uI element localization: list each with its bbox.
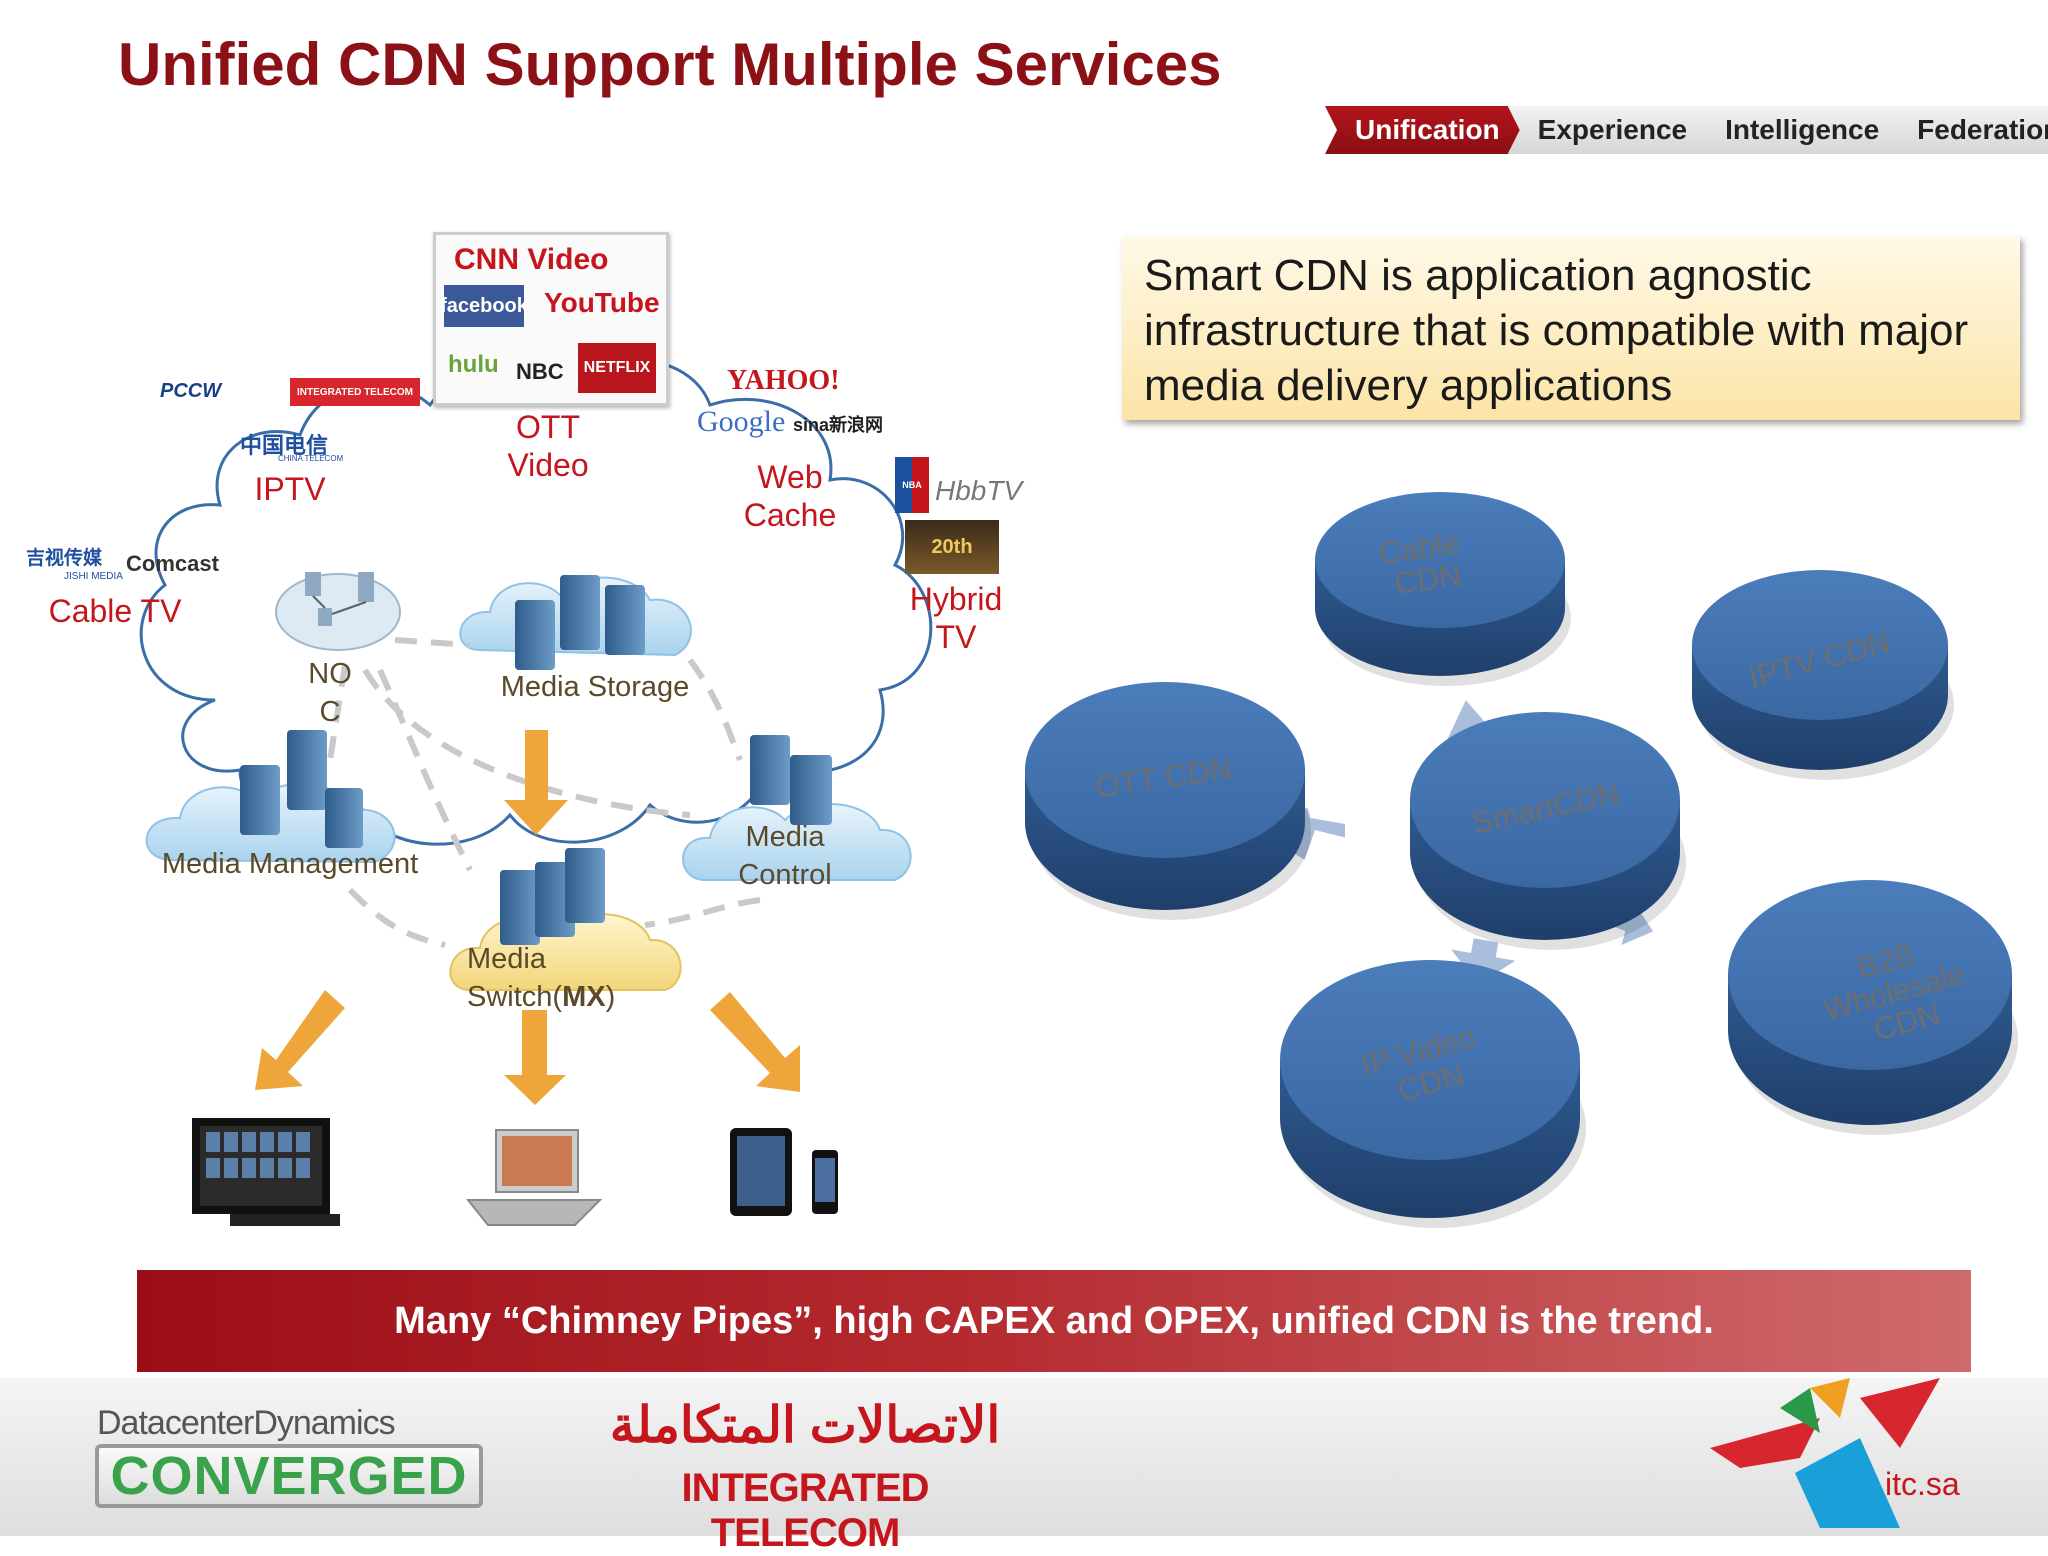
dcd-logo-text: DatacenterDynamics bbox=[97, 1404, 396, 1442]
nbc-logo: NBC bbox=[516, 359, 564, 384]
cdn-disk-diagram: Cable CDN IPTV CDN OTT CDN SmartCDN B2B … bbox=[1025, 492, 2018, 1228]
media-switch-prefix: Switch( bbox=[467, 981, 563, 1013]
hybrid-tv-label-line1: Hybrid bbox=[909, 581, 1003, 617]
jishi-media-subtext: JISHI MEDIA bbox=[64, 571, 123, 582]
hybrid-tv-label: Hybrid TV bbox=[896, 580, 1016, 656]
media-switch-mx: MX bbox=[562, 981, 606, 1013]
noc-label-line1: NO bbox=[308, 658, 352, 690]
ott-logo-box: CNN Video facebook YouTube hulu NBC NETF… bbox=[433, 232, 669, 406]
converged-logo: CONVERGED bbox=[95, 1444, 483, 1508]
ott-label-line2: Video bbox=[507, 447, 589, 483]
china-telecom-logo: 中国电信 bbox=[240, 433, 329, 458]
noc-label: NO C bbox=[300, 655, 360, 731]
cable-cdn-label: Cable CDN bbox=[1377, 524, 1475, 603]
tab-federation[interactable]: Federation bbox=[1887, 106, 2048, 154]
media-switch-label: Media Switch(MX) bbox=[455, 940, 635, 1016]
hybrid-tv-label-line2: TV bbox=[935, 619, 977, 655]
tab-unification[interactable]: Unification bbox=[1325, 106, 1522, 154]
bottom-banner: Many “Chimney Pipes”, high CAPEX and OPE… bbox=[137, 1270, 1971, 1372]
web-cache-label-line1: Web bbox=[757, 459, 823, 495]
b2b-cdn-disk bbox=[1728, 880, 2018, 1135]
jishi-media-logo: 吉视传媒 bbox=[26, 548, 103, 569]
web-cache-label: Web Cache bbox=[730, 458, 850, 534]
tab-intelligence[interactable]: Intelligence bbox=[1695, 106, 1901, 154]
integrated-telecom-logo: INTEGRATED TELECOM bbox=[290, 378, 420, 406]
comcast-logo: Comcast bbox=[126, 551, 219, 576]
cable-tv-label: Cable TV bbox=[48, 593, 182, 629]
media-storage-cloud bbox=[459, 575, 692, 670]
web-cache-logos: YAHOO! Google sina新浪网 bbox=[695, 365, 885, 450]
media-control-label-line2: Control bbox=[738, 859, 832, 891]
media-control-label-line1: Media bbox=[745, 821, 825, 853]
tab-strip: Unification Experience Intelligence Fede… bbox=[1325, 106, 2048, 154]
tablet-phone-device bbox=[730, 1128, 838, 1216]
ott-cdn-disk bbox=[1025, 682, 1311, 920]
noc-label-line2: C bbox=[319, 696, 341, 728]
media-storage-label: Media Storage bbox=[500, 671, 690, 703]
itc-arabic-logo: الاتصالات المتكاملة bbox=[609, 1397, 1001, 1453]
media-switch-label-line2: Switch(MX) bbox=[455, 978, 635, 1016]
iptv-cdn-disk bbox=[1692, 570, 1954, 780]
slide-title: Unified CDN Support Multiple Services bbox=[118, 31, 1222, 98]
ott-label: OTT Video bbox=[488, 408, 608, 484]
orange-arrows bbox=[255, 730, 800, 1105]
hbbtv-logo: HbbTV bbox=[935, 475, 1023, 506]
facebook-logo: facebook bbox=[440, 285, 528, 327]
yahoo-logo: YAHOO! bbox=[727, 365, 840, 396]
hybrid-tv-logos: NBA HbbTV 20th bbox=[893, 455, 1022, 575]
noc-node bbox=[275, 572, 401, 651]
media-control-cloud bbox=[682, 735, 912, 881]
footer: DatacenterDynamics CONVERGED الاتصالات ا… bbox=[0, 1378, 2048, 1555]
youtube-logo: YouTube bbox=[544, 287, 660, 318]
iptv-label: IPTV bbox=[254, 471, 326, 507]
laptop-device bbox=[465, 1129, 603, 1226]
tab-experience[interactable]: Experience bbox=[1508, 106, 1709, 154]
web-cache-label-line2: Cache bbox=[743, 497, 837, 533]
itc-english-logo: INTEGRATED TELECOM bbox=[681, 1466, 929, 1555]
ott-label-line1: OTT bbox=[516, 409, 580, 445]
media-control-label: Media Control bbox=[725, 818, 845, 894]
hulu-logo: hulu bbox=[448, 351, 499, 378]
smartcdn-disk bbox=[1410, 712, 1686, 950]
cdn-disks bbox=[1025, 492, 2018, 1228]
media-switch-label-line1: Media bbox=[467, 943, 546, 975]
media-switch-cloud bbox=[449, 848, 682, 991]
20th-century-logo: 20th bbox=[905, 520, 999, 574]
nba-logo: NBA bbox=[895, 457, 929, 513]
itc-emblem-icon bbox=[1710, 1378, 1940, 1528]
pccw-logo: PCCW bbox=[160, 380, 222, 402]
cable-cdn-disk bbox=[1315, 492, 1571, 686]
netflix-logo: NETFLIX bbox=[578, 343, 656, 393]
media-switch-suffix: ) bbox=[605, 981, 616, 1013]
dashed-connectors bbox=[327, 637, 761, 948]
google-logo: Google bbox=[697, 405, 786, 438]
media-management-label: Media Management bbox=[161, 848, 419, 880]
cable-tv-logos: 吉视传媒 JISHI MEDIA Comcast bbox=[26, 543, 219, 593]
network-diagram bbox=[139, 358, 933, 1226]
media-management-cloud bbox=[145, 730, 396, 864]
china-telecom-subtext: CHINA TELECOM bbox=[278, 454, 344, 463]
tv-device bbox=[192, 1118, 340, 1226]
sina-logo: sina新浪网 bbox=[793, 415, 884, 435]
cnn-video-logo: CNN Video bbox=[454, 243, 609, 276]
callout-box: Smart CDN is application agnostic infras… bbox=[1122, 236, 2020, 420]
itc-url: itc.sa bbox=[1885, 1466, 1960, 1502]
ip-video-cdn-disk bbox=[1280, 960, 1586, 1228]
